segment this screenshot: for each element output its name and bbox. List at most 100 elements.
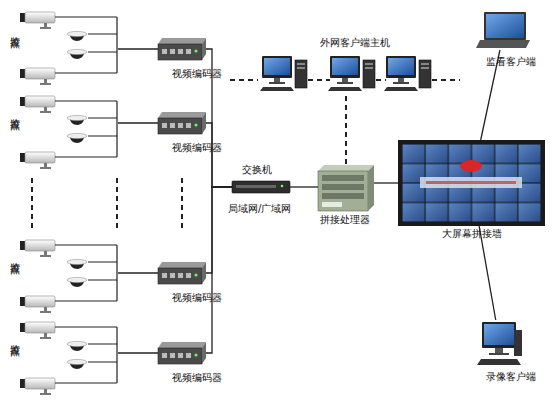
connector-line [290,186,318,187]
continuation-dashes [32,178,182,230]
dome-camera [67,259,87,269]
video-encoder: 视频编码器 [158,38,206,60]
processor-device [318,165,374,211]
switch-ports [236,185,276,188]
pc-tower [514,330,522,356]
dome-camera [67,341,87,351]
connector-line [118,352,158,353]
dome-camera [67,359,87,369]
processor-top [318,165,374,171]
node-label: 局域网/广域网 [228,203,291,215]
dome-camera [67,115,87,125]
recording-pc-icon [477,322,522,365]
laptop-bezel [484,12,526,40]
wall-banner [420,177,522,188]
dome-camera [67,31,87,41]
bullet-camera [20,322,55,339]
node-label: 大屏幕拼接墙 [442,228,502,240]
encoder-device [158,342,206,364]
node-label: 视频编码器 [172,372,222,384]
laptop-screen [486,14,524,38]
wall-logo [460,160,482,172]
network-switch: 交换机局域网/广域网 [232,181,290,193]
wall-banner-line [426,181,516,184]
camera-group: 监控点 [5,92,118,172]
camera-group-art [20,12,117,395]
recording-client: 录像客户端 [476,320,524,368]
processor-front [318,171,368,211]
video-wall: 大屏幕拼接墙 [398,140,545,226]
node-label: 监控点 [8,254,20,257]
connector-line [118,48,158,49]
dome-camera [67,133,87,143]
connector-line [118,272,158,273]
connector-line [118,122,158,123]
encoder-device [158,38,206,60]
bullet-camera [20,152,55,169]
switch-led [281,185,284,188]
video-wall-art [398,140,545,226]
switch-device [232,181,290,193]
switch-body [232,181,290,193]
node-label: 视频编码器 [172,68,222,80]
monitor-client: 监看客户端 [478,12,530,50]
encoder-device [158,112,206,134]
client-hosts: 外网客户端主机 [258,50,440,96]
connector-line [345,96,347,165]
node-label: 录像客户端 [486,371,536,383]
video-encoder: 视频编码器 [158,112,206,134]
splice-processor: 拼接处理器 [318,165,374,211]
processor-bay [322,184,364,190]
node-label: 监控点 [8,336,20,339]
encoder-device [158,262,206,284]
processor-bay [322,193,364,199]
bullet-camera [20,296,55,313]
camera-wires [55,17,117,73]
camera-wires [55,101,117,157]
pc-icon [260,56,307,91]
connector-line [206,187,232,273]
connector-line [206,123,232,187]
video-encoder: 视频编码器 [158,262,206,284]
node-label: 监控点 [8,110,20,113]
processor-panel [322,202,342,207]
pc-stand [495,348,503,353]
camera-group: 监控点 [5,318,118,398]
node-label: 视频编码器 [172,142,222,154]
dome-camera [67,277,87,287]
pc-keyboard [477,359,521,365]
node-label: 拼接处理器 [320,214,370,226]
bullet-camera [20,96,55,113]
pc-monitor [482,322,516,348]
pc-icon [328,56,375,91]
laptop-base [476,40,530,48]
node-label: 视频编码器 [172,292,222,304]
node-label: 监看客户端 [486,56,536,68]
camera-group: 监控点 [5,236,118,316]
dome-camera [67,49,87,59]
video-encoder: 视频编码器 [158,342,206,364]
wall-frame [398,140,545,226]
processor-bay [322,175,364,181]
pc-screen [484,324,514,345]
pc-icon [384,56,431,91]
node-label: 交换机 [242,164,272,176]
connector-line [374,182,398,183]
camera-group: 监控点 [5,8,118,88]
pc-base [489,353,509,355]
wall-tiles [402,144,541,222]
bullet-camera [20,12,55,29]
node-label: 监控点 [8,28,20,31]
camera-wires [55,245,117,301]
node-label: 外网客户端主机 [320,37,390,49]
bullet-camera [20,68,55,85]
bullet-camera [20,240,55,257]
connector-line [479,226,496,320]
laptop-icon [476,12,530,48]
camera-wires [55,327,117,383]
bullet-camera [20,378,55,395]
